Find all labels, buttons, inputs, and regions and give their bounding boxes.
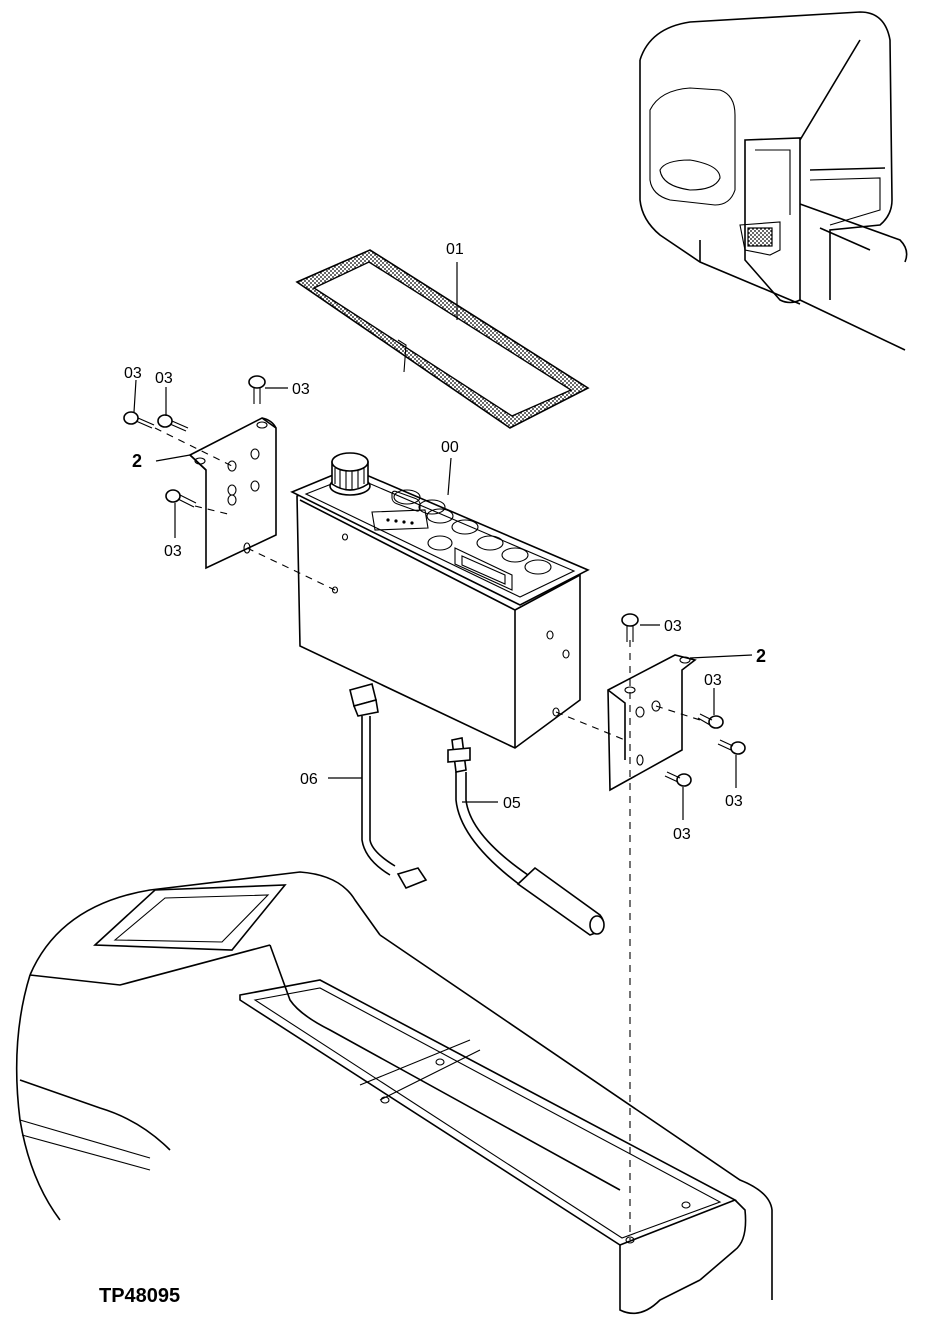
bolt-icon xyxy=(165,489,197,508)
callout-03-d: 03 xyxy=(164,543,182,560)
bolt-icon xyxy=(664,771,692,787)
callout-03-c: 03 xyxy=(292,381,310,398)
bolt-icon xyxy=(717,739,746,755)
air-conditioner-controller-unit xyxy=(290,452,590,749)
operator-console-illustration xyxy=(15,871,773,1315)
bolt-icon xyxy=(248,375,266,404)
gasket-seal-frame xyxy=(295,249,590,429)
bolt-icon xyxy=(621,613,639,642)
callout-03-e: 03 xyxy=(664,618,682,635)
bolt-icon xyxy=(123,411,155,429)
bolt-icon xyxy=(697,713,724,729)
callout-03-a: 03 xyxy=(124,365,142,382)
callout-03-b: 03 xyxy=(155,370,173,387)
callout-06: 06 xyxy=(300,771,318,788)
callout-03-f: 03 xyxy=(704,672,722,689)
callout-labels: 01 00 2 03 03 03 03 03 2 03 03 03 06 05 xyxy=(124,241,766,843)
callout-2-left: 2 xyxy=(132,451,142,471)
callout-03-g: 03 xyxy=(725,793,743,810)
excavator-cab-illustration xyxy=(639,11,908,351)
bolts xyxy=(123,375,746,787)
assembly-lines xyxy=(154,427,701,1240)
callout-03-h: 03 xyxy=(673,826,691,843)
figure-id: TP48095 xyxy=(99,1285,180,1307)
wiring-harness xyxy=(349,683,428,890)
callout-00: 00 xyxy=(441,439,459,456)
mounting-bracket-left xyxy=(188,417,277,570)
callout-01: 01 xyxy=(446,241,464,258)
bolt-icon xyxy=(157,414,189,432)
callout-2-right: 2 xyxy=(756,646,766,666)
antenna-cable xyxy=(447,737,605,936)
leader-lines xyxy=(133,262,753,820)
mounting-bracket-right xyxy=(607,654,697,792)
callout-05: 05 xyxy=(503,795,521,812)
